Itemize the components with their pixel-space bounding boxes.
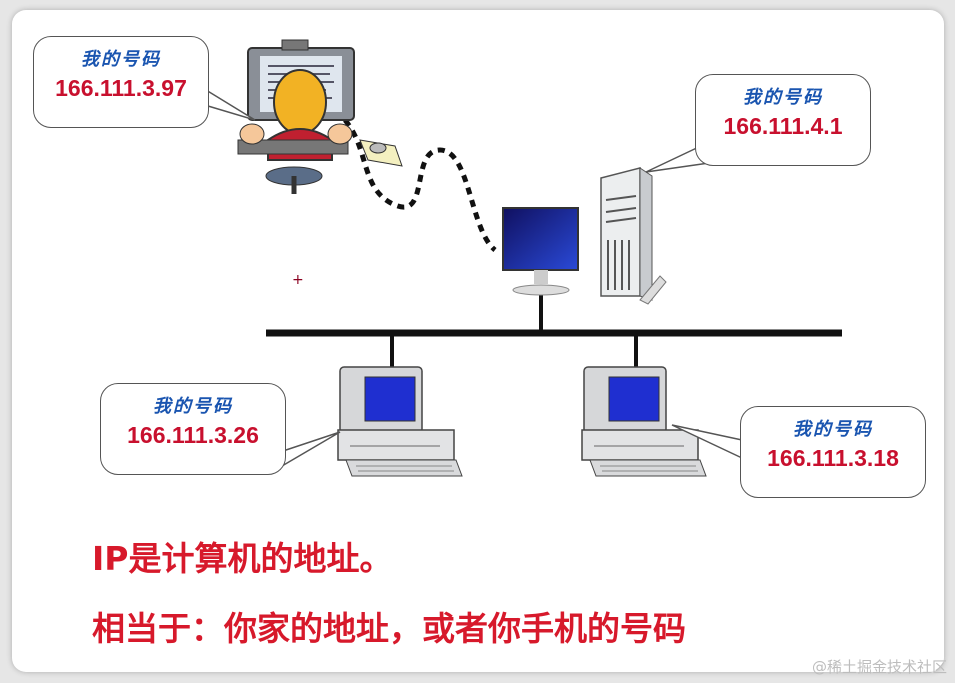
ip-callout-pc-right: 我的号码 166.111.3.18 (740, 406, 926, 498)
callout-label: 我的号码 (743, 87, 823, 108)
ip-address: 166.111.3.97 (55, 75, 187, 101)
callout-label: 我的号码 (153, 396, 233, 417)
ip-callout-user: 我的号码 166.111.3.97 (33, 36, 209, 128)
server-tower-icon (600, 167, 667, 305)
callout-label: 我的号码 (81, 49, 161, 70)
workstation-monitor-icon (502, 207, 579, 296)
ip-callout-server: 我的号码 166.111.4.1 (695, 74, 871, 166)
callout-pointers (205, 89, 743, 467)
ip-address: 166.111.4.1 (723, 113, 843, 139)
callout-label: 我的号码 (793, 419, 873, 440)
caption-line-2: 相当于：你家的地址，或者你手机的号码 (92, 609, 686, 648)
ip-address: 166.111.3.18 (767, 445, 899, 471)
user-computer-icon (237, 39, 403, 194)
watermark: @稀土掘金技术社区 (811, 658, 947, 676)
caption-line-1: IP是计算机的地址。 (92, 539, 393, 578)
dial-up-line (343, 118, 497, 252)
network-bus (266, 295, 842, 368)
desktop-pc-icon-right (581, 366, 707, 477)
ip-address: 166.111.3.26 (127, 422, 259, 448)
ip-callout-pc-left: 我的号码 166.111.3.26 (100, 383, 286, 475)
desktop-pc-icon-left (337, 366, 463, 477)
cursor-mark: + (292, 272, 304, 288)
